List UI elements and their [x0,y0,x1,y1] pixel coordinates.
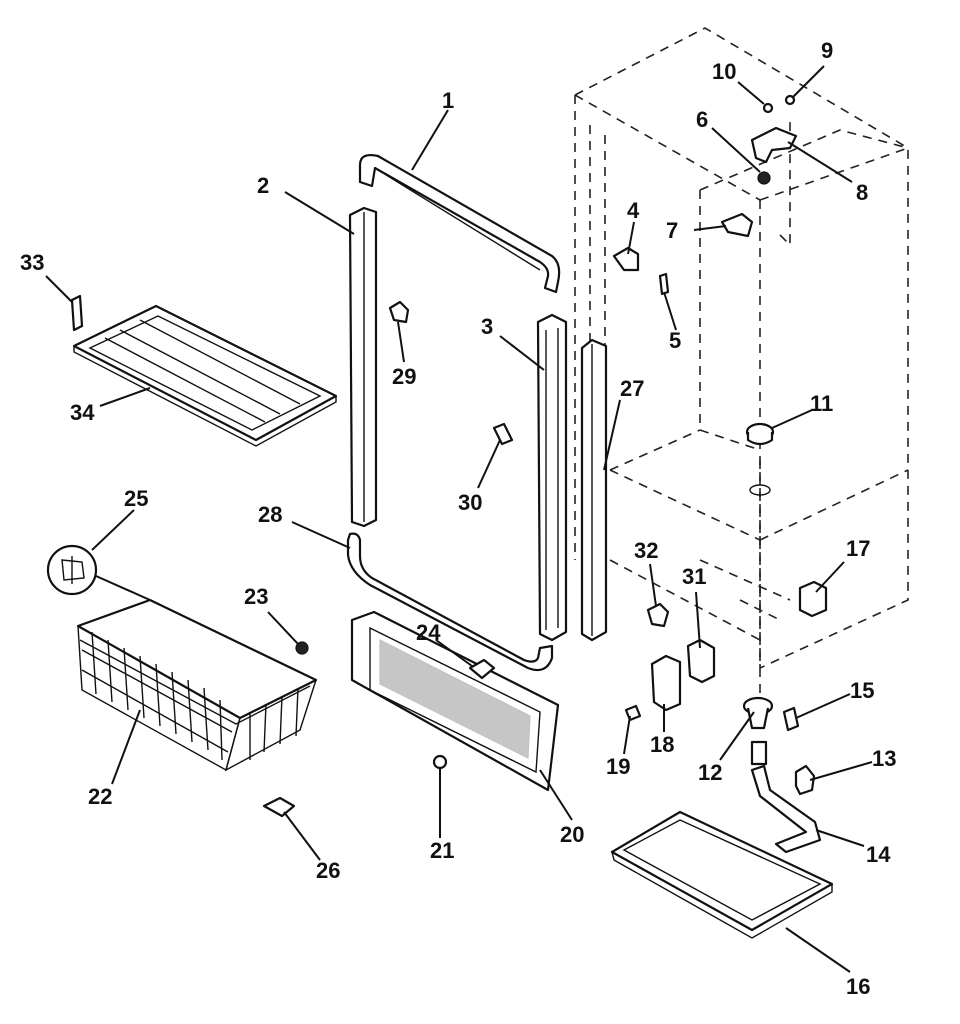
part-18-hinge [650,654,682,712]
label-10: 10 [712,59,736,84]
label-30: 30 [458,490,482,515]
part-20-door-frame [350,610,560,792]
part-6-washer [757,171,771,185]
label-23: 23 [244,584,268,609]
part-28-bottom-gasket [346,532,554,672]
label-27: 27 [620,376,644,401]
part-33-bulb [70,294,84,332]
label-31: 31 [682,564,706,589]
label-6: 6 [696,107,708,132]
part-23-nut [295,641,309,655]
part-17-hinge-bracket [798,580,828,618]
leader-lines [45,65,873,973]
small-hardware [70,94,828,818]
part-11-plug [745,422,775,496]
cabinet-outline [574,27,909,700]
part-8-hinge [750,126,798,164]
label-8: 8 [856,180,868,205]
label-2: 2 [257,173,269,198]
part-7-latch [720,212,754,238]
part-5-screw [658,272,670,296]
part-10-screw [762,102,774,114]
label-26: 26 [316,858,340,883]
part-32-cam [646,602,670,628]
part-24-clip [468,658,496,680]
label-5: 5 [669,328,681,353]
part-15-screw [782,706,800,732]
label-16: 16 [846,974,870,999]
label-11: 11 [810,391,833,416]
part-31-bracket [686,638,716,684]
part-26-clip [262,796,296,818]
part-19-screw [624,704,642,722]
label-13: 13 [872,746,896,771]
part-21-screw [432,754,448,770]
label-12: 12 [698,760,722,785]
label-7: 7 [666,218,678,243]
part-34-shelf [72,304,338,447]
label-20: 20 [560,822,584,847]
part-25-detail-circle [46,544,151,601]
label-15: 15 [850,678,874,703]
label-19: 19 [606,754,630,779]
label-33: 33 [20,250,44,275]
part-27-vertical-bar [580,338,608,642]
part-2-left-gasket [348,206,378,528]
label-28: 28 [258,502,282,527]
label-18: 18 [650,732,674,757]
part-30-screw [492,422,514,446]
label-25: 25 [124,486,148,511]
part-1-top-gasket [358,153,561,294]
label-9: 9 [821,38,833,63]
part-4-bracket [612,246,640,272]
part-16-drain-pan [610,810,834,939]
label-22: 22 [88,784,112,809]
label-24: 24 [416,620,441,645]
label-1: 1 [442,88,454,113]
part-3-right-gasket [536,313,568,642]
part-12-drain-fitting [742,696,774,766]
part-14-drain-tube [750,764,822,854]
label-14: 14 [866,842,891,867]
part-22-wire-basket [76,598,318,772]
label-17: 17 [846,536,870,561]
callout-labels: 1 2 3 4 5 6 7 8 9 10 11 12 13 14 15 16 1… [20,38,896,999]
part-13-clip [794,764,816,796]
label-3: 3 [481,314,493,339]
label-34: 34 [70,400,95,425]
label-29: 29 [392,364,416,389]
label-21: 21 [430,838,454,863]
label-4: 4 [627,198,640,223]
label-32: 32 [634,538,658,563]
part-29-clip [388,300,410,324]
